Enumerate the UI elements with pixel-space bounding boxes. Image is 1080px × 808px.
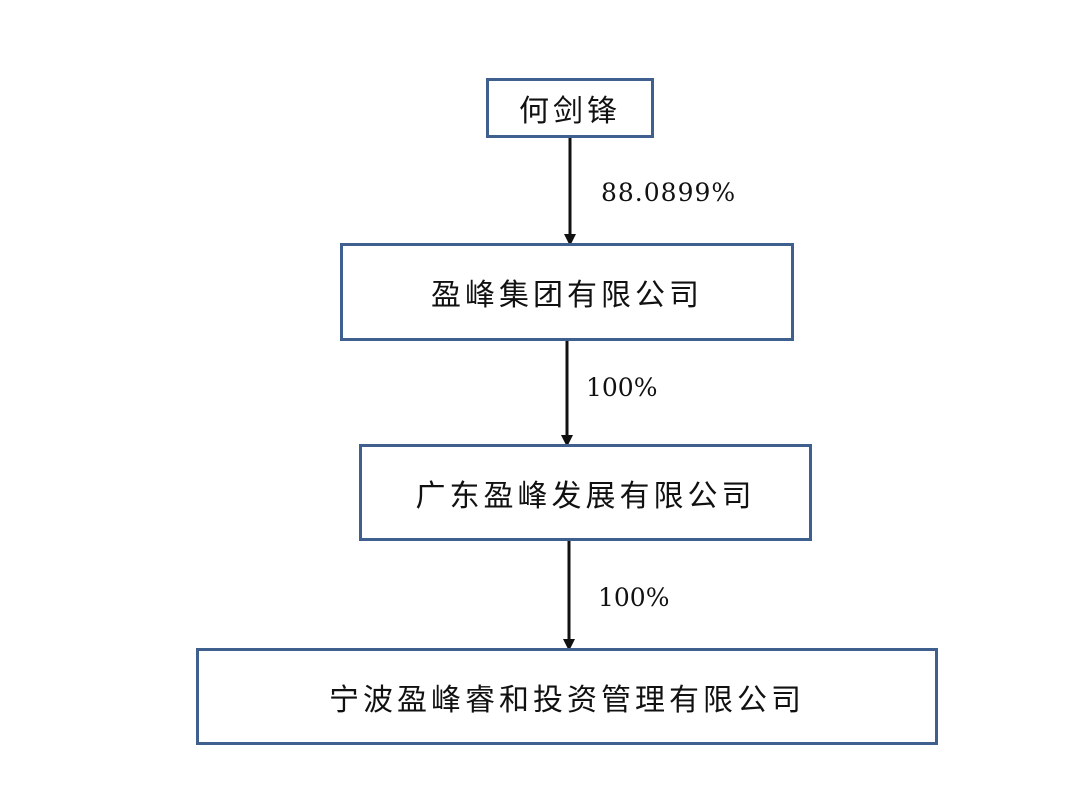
edge-label-ownership-1: 100% (586, 373, 658, 402)
node-label: 广东盈峰发展有限公司 (415, 478, 756, 514)
node-label: 何剑锋 (519, 94, 621, 129)
node-label: 盈峰集团有限公司 (431, 278, 703, 313)
node-label: 宁波盈峰睿和投资管理有限公司 (329, 682, 805, 718)
node-he-jianfeng: 何剑锋 (486, 78, 654, 138)
node-ningbo-yingfeng-ruihe: 宁波盈峰睿和投资管理有限公司 (196, 648, 938, 745)
node-guangdong-yingfeng-development: 广东盈峰发展有限公司 (359, 444, 812, 541)
node-yingfeng-group: 盈峰集团有限公司 (340, 243, 794, 341)
edge-label-ownership-0: 88.0899% (601, 178, 737, 207)
edge-label-ownership-2: 100% (598, 583, 670, 612)
